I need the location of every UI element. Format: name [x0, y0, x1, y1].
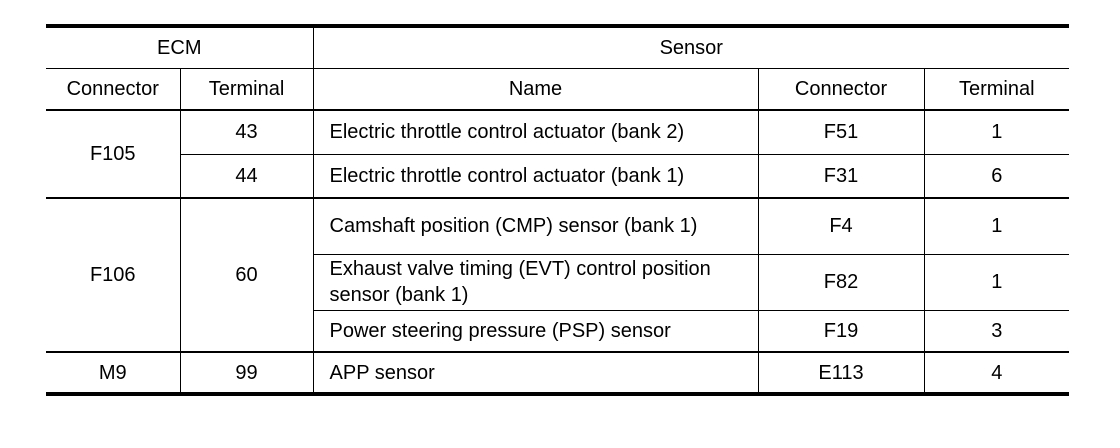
sensor-terminal-cell: 1: [923, 197, 1070, 255]
header-ecm: ECM: [46, 24, 314, 69]
sensor-name-cell: Electric throttle control actuator (bank…: [312, 153, 759, 199]
ecm-connector-cell: F105: [46, 109, 181, 199]
header-sensor-terminal: Terminal: [923, 67, 1070, 111]
header-name: Name: [312, 67, 759, 111]
sensor-connector-cell: F82: [757, 253, 925, 311]
sensor-terminal-cell: 3: [923, 309, 1070, 353]
header-row-columns: Connector Terminal Name Connector Termin…: [46, 67, 1070, 111]
sensor-connector-cell: F19: [757, 309, 925, 353]
table-row: Power steering pressure (PSP) sensor F19…: [46, 309, 1070, 353]
table-row: F106 60 Camshaft position (CMP) sensor (…: [46, 197, 1070, 353]
sensor-terminal-cell: 1: [923, 109, 1070, 155]
sensor-terminal-cell: 1: [923, 253, 1070, 311]
header-row-group: ECM Sensor: [46, 24, 1070, 69]
table-row: F105 43 Electric throttle control actuat…: [46, 109, 1070, 199]
sensor-connector-cell: F4: [757, 197, 925, 255]
header-sensor: Sensor: [312, 24, 1070, 69]
table-row: 44 Electric throttle control actuator (b…: [46, 153, 1070, 199]
sensor-terminal-cell: 4: [923, 351, 1070, 396]
header-ecm-terminal: Terminal: [179, 67, 314, 111]
sensor-connector-cell: F31: [757, 153, 925, 199]
sensor-name-cell: APP sensor: [312, 351, 759, 396]
ecm-terminal-cell: 43: [179, 109, 314, 155]
header-ecm-connector: Connector: [46, 67, 181, 111]
table-row: Exhaust valve timing (EVT) control posit…: [46, 253, 1070, 311]
sensor-name-cell: Camshaft position (CMP) sensor (bank 1): [312, 197, 759, 255]
connector-terminal-table: ECM Sensor Connector Terminal Name Conne…: [46, 24, 1070, 396]
sensor-name-cell: Electric throttle control actuator (bank…: [312, 109, 759, 155]
ecm-connector-cell: M9: [46, 351, 181, 396]
sensor-name-cell: Exhaust valve timing (EVT) control posit…: [313, 253, 759, 311]
ecm-terminal-cell: 99: [179, 351, 314, 396]
sensor-connector-cell: E113: [757, 351, 925, 396]
ecm-terminal-cell: 60: [179, 197, 314, 353]
sensor-connector-cell: F51: [757, 109, 925, 155]
table-row: M9 99 APP sensor E113 4: [46, 351, 1070, 396]
header-sensor-connector: Connector: [757, 67, 925, 111]
ecm-connector-cell: F106: [46, 197, 181, 353]
ecm-terminal-cell: 44: [180, 153, 314, 199]
sensor-terminal-cell: 6: [923, 153, 1070, 199]
sensor-name-cell: Power steering pressure (PSP) sensor: [313, 309, 759, 353]
